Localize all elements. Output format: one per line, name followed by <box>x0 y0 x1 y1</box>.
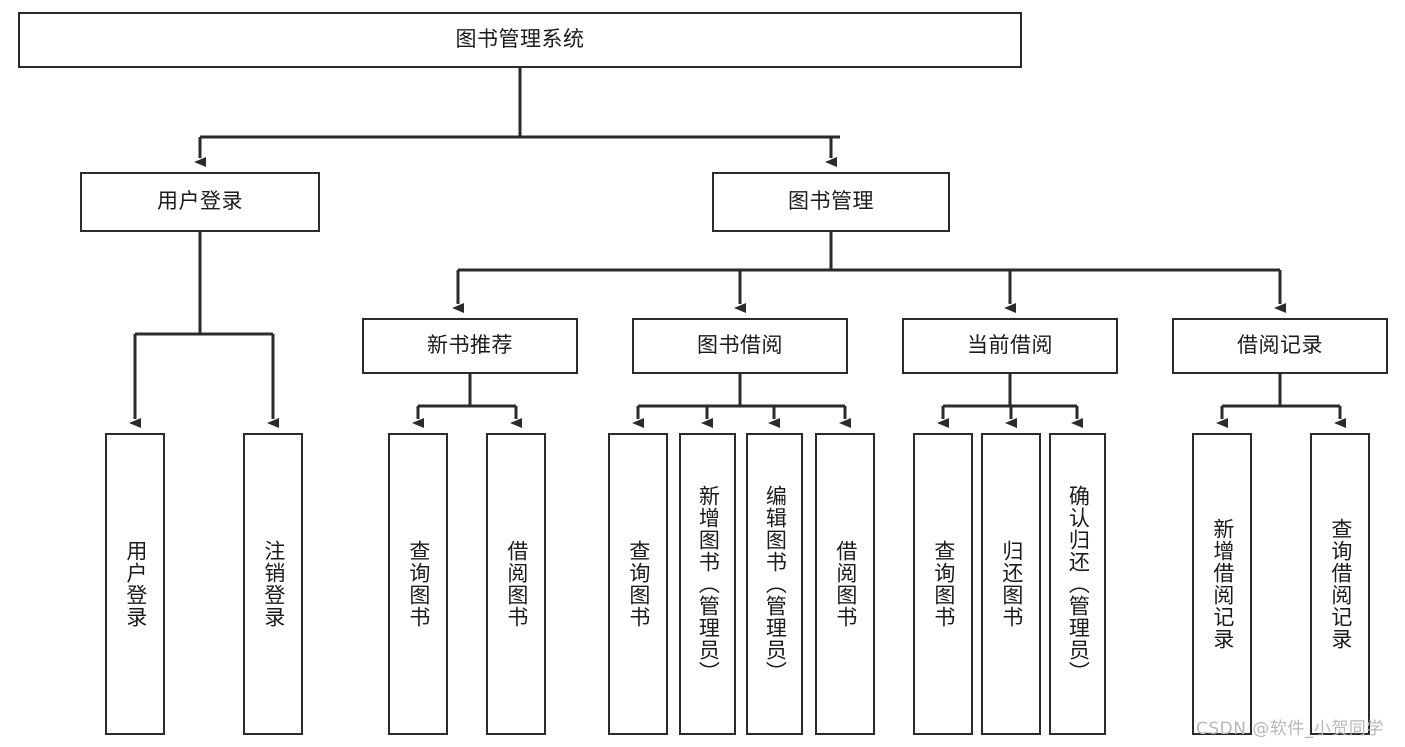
node-book-borrow[interactable]: 图书借阅 <box>632 318 848 374</box>
node-borrow-record-label: 借阅记录 <box>1237 333 1323 358</box>
node-leaf-confirm-return-label: 确认归还（管理员） <box>1066 485 1091 683</box>
node-leaf-add-record-label: 新增借阅记录 <box>1210 518 1235 650</box>
node-leaf-add-book-label: 新增图书（管理员） <box>696 485 721 683</box>
node-leaf-borrow-book-1-label: 借阅图书 <box>504 540 529 628</box>
node-new-book-recommend[interactable]: 新书推荐 <box>362 318 578 374</box>
node-new-book-recommend-label: 新书推荐 <box>427 333 513 358</box>
node-leaf-confirm-return[interactable]: 确认归还（管理员） <box>1049 433 1106 735</box>
node-leaf-edit-book[interactable]: 编辑图书（管理员） <box>746 433 803 735</box>
node-user-login[interactable]: 用户登录 <box>80 172 320 232</box>
node-leaf-query-book-2-label: 查询图书 <box>626 540 651 628</box>
node-leaf-borrow-book-2-label: 借阅图书 <box>833 540 858 628</box>
node-leaf-logout[interactable]: 注销登录 <box>243 433 303 735</box>
node-leaf-query-record-label: 查询借阅记录 <box>1328 518 1353 650</box>
node-leaf-borrow-book-1[interactable]: 借阅图书 <box>486 433 546 735</box>
node-leaf-query-book-3[interactable]: 查询图书 <box>913 433 973 735</box>
node-book-borrow-label: 图书借阅 <box>697 333 783 358</box>
node-root-label: 图书管理系统 <box>455 27 585 52</box>
node-leaf-query-book-3-label: 查询图书 <box>931 540 956 628</box>
node-leaf-add-record[interactable]: 新增借阅记录 <box>1192 433 1252 735</box>
node-book-manage[interactable]: 图书管理 <box>712 172 950 232</box>
node-leaf-return-book[interactable]: 归还图书 <box>981 433 1041 735</box>
node-book-manage-label: 图书管理 <box>788 189 874 214</box>
node-leaf-borrow-book-2[interactable]: 借阅图书 <box>815 433 875 735</box>
node-current-borrow[interactable]: 当前借阅 <box>902 318 1118 374</box>
node-leaf-query-book-1[interactable]: 查询图书 <box>388 433 448 735</box>
node-borrow-record[interactable]: 借阅记录 <box>1172 318 1388 374</box>
node-leaf-logout-label: 注销登录 <box>261 540 286 628</box>
node-user-login-label: 用户登录 <box>157 189 243 214</box>
watermark: CSDN @软件_小贺同学 <box>1196 719 1384 739</box>
node-leaf-add-book[interactable]: 新增图书（管理员） <box>679 433 736 735</box>
node-current-borrow-label: 当前借阅 <box>967 333 1053 358</box>
node-leaf-query-record[interactable]: 查询借阅记录 <box>1310 433 1370 735</box>
node-leaf-edit-book-label: 编辑图书（管理员） <box>763 485 788 683</box>
node-root[interactable]: 图书管理系统 <box>18 12 1022 68</box>
node-leaf-user-login[interactable]: 用户登录 <box>105 433 165 735</box>
node-leaf-query-book-2[interactable]: 查询图书 <box>608 433 668 735</box>
node-leaf-return-book-label: 归还图书 <box>999 540 1024 628</box>
node-leaf-query-book-1-label: 查询图书 <box>406 540 431 628</box>
node-leaf-user-login-label: 用户登录 <box>123 540 148 628</box>
